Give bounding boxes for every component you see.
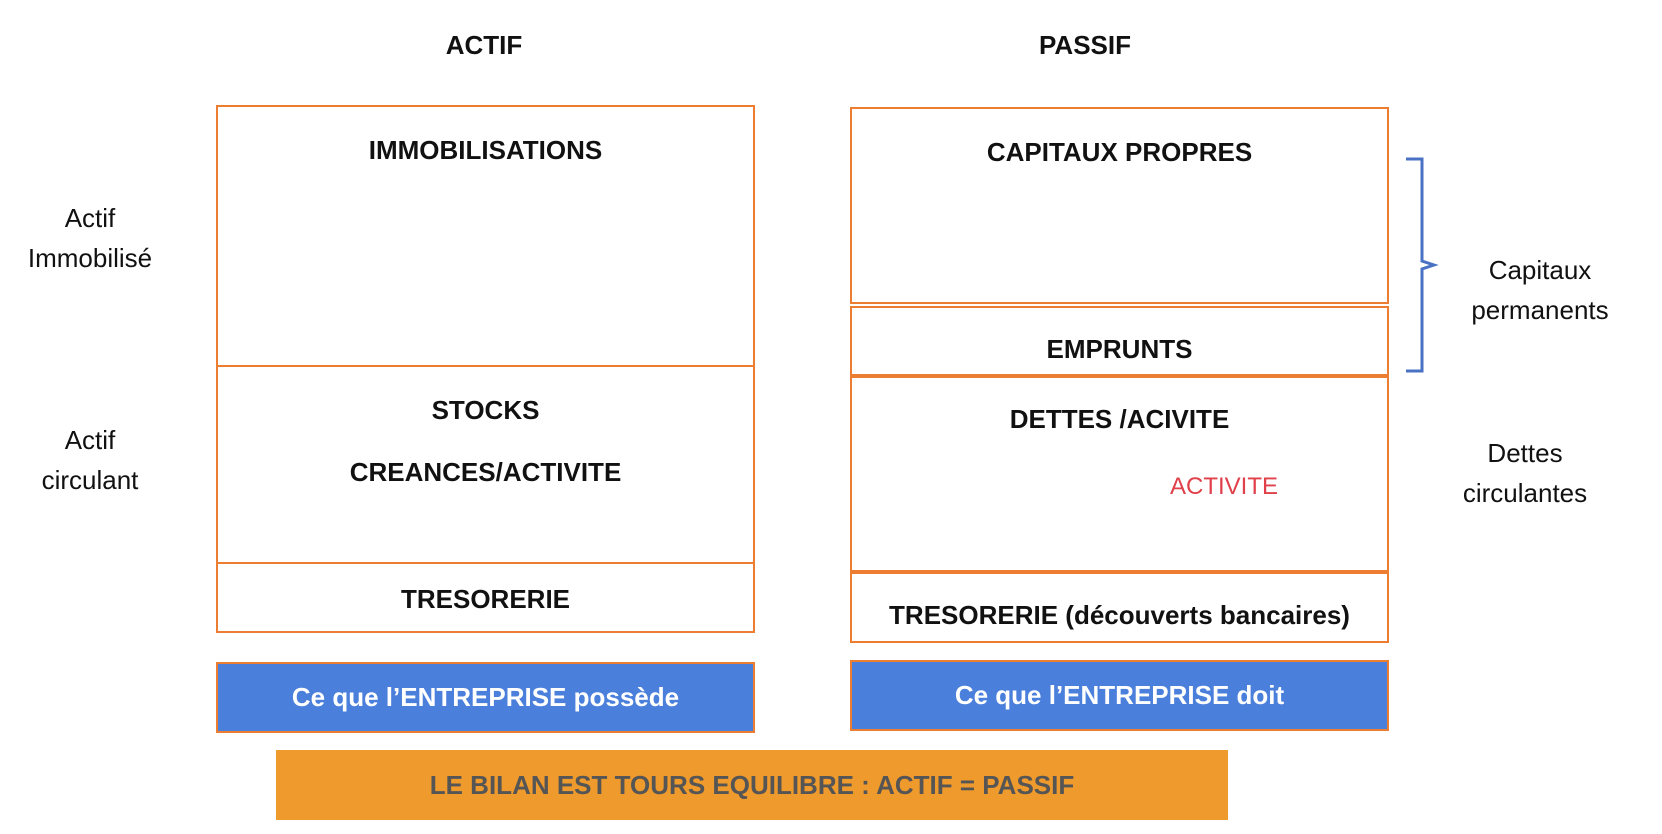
dettes-circulantes-line2: circulantes [1462, 478, 1588, 508]
tresorerie-passif-label: TRESORERIE (découverts bancaires) [889, 600, 1350, 630]
actif-heading: ACTIF [445, 30, 523, 60]
dettes-circulantes-line1: Dettes [1487, 438, 1563, 468]
passif-heading: PASSIF [1039, 30, 1131, 60]
bilan-equilibre-banner: LE BILAN EST TOURS EQUILIBRE : ACTIF = P… [276, 750, 1228, 820]
actif-circulant-label: Actif circulant [10, 420, 170, 500]
immobilisations-box: IMMOBILISATIONS [216, 105, 755, 367]
actif-circulant-line1: Actif [64, 425, 116, 455]
possede-bar: Ce que l’ENTREPRISE possède [216, 662, 755, 733]
tresorerie-passif-box: TRESORERIE (découverts bancaires) [850, 572, 1389, 643]
emprunts-box: EMPRUNTS [850, 306, 1389, 376]
actif-immobilise-line2: Immobilisé [27, 243, 153, 273]
capitaux-permanents-brace-icon [1406, 157, 1439, 373]
dettes-label: DETTES /ACIVITE [1009, 404, 1230, 434]
tresorerie-actif-label: TRESORERIE [400, 584, 571, 614]
immobilisations-label: IMMOBILISATIONS [368, 135, 603, 165]
actif-circulant-box: STOCKS CREANCES/ACTIVITE [216, 365, 755, 564]
capitaux-permanents-line1: Capitaux [1488, 255, 1592, 285]
capitaux-propres-box: CAPITAUX PROPRES [850, 107, 1389, 304]
capitaux-permanents-line2: permanents [1471, 295, 1609, 325]
dettes-box: DETTES /ACIVITE ACTIVITE [850, 376, 1389, 572]
actif-immobilise-line1: Actif [64, 203, 116, 233]
activite-note: ACTIVITE [1170, 473, 1279, 500]
capitaux-propres-label: CAPITAUX PROPRES [986, 137, 1253, 167]
creances-label: CREANCES/ACTIVITE [349, 457, 622, 487]
dettes-circulantes-label: Dettes circulantes [1425, 433, 1625, 513]
stocks-label: STOCKS [431, 395, 540, 425]
tresorerie-actif-box: TRESORERIE [216, 562, 755, 633]
actif-immobilise-label: Actif Immobilisé [10, 198, 170, 278]
capitaux-permanents-label: Capitaux permanents [1440, 250, 1640, 330]
actif-circulant-line2: circulant [41, 465, 139, 495]
emprunts-label: EMPRUNTS [1046, 334, 1193, 364]
doit-bar: Ce que l’ENTREPRISE doit [850, 660, 1389, 731]
